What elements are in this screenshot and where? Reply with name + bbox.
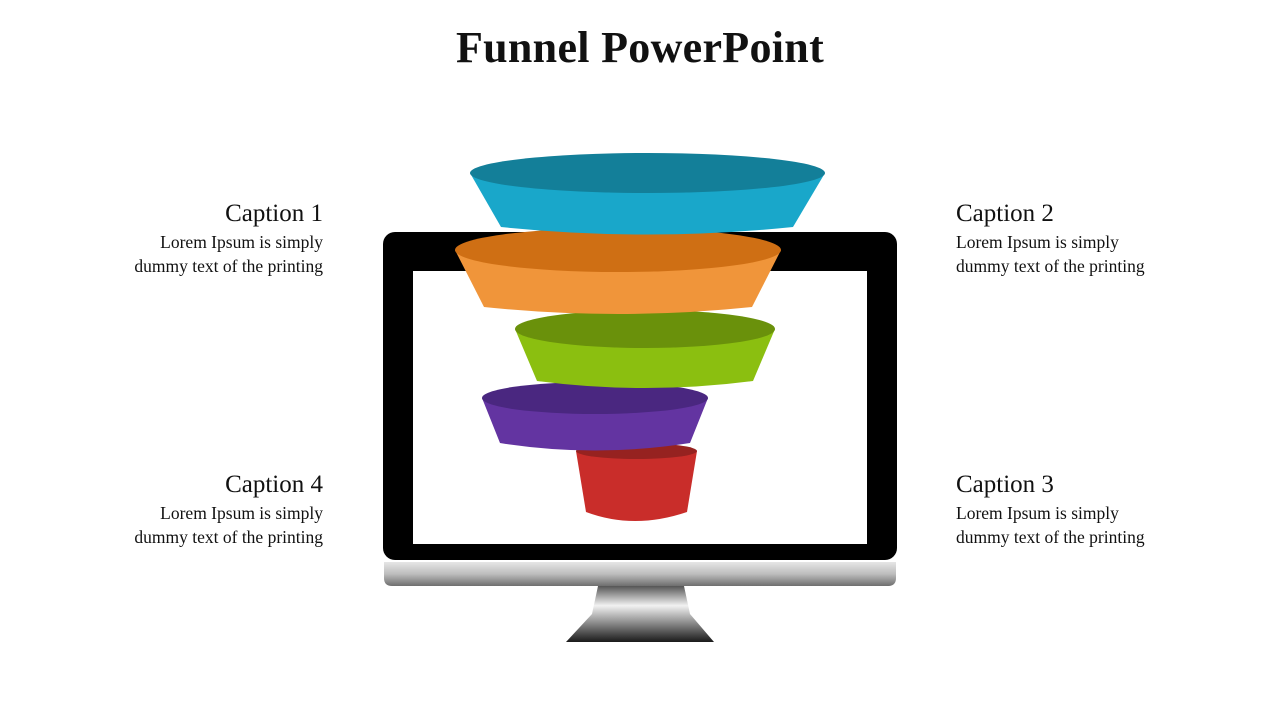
monitor-base: [384, 562, 896, 586]
funnel-level-2-top: [455, 228, 781, 272]
funnel-level-4: [482, 382, 708, 451]
caption-2-text: Lorem Ipsum is simply dummy text of the …: [956, 232, 1145, 276]
funnel-level-1: [470, 153, 825, 235]
caption-1: Caption 1 Lorem Ipsum is simply dummy te…: [73, 199, 323, 278]
funnel-level-4-top: [482, 382, 708, 414]
funnel-level-3-top: [515, 310, 775, 348]
funnel-level-1-top: [470, 153, 825, 193]
slide-title: Funnel PowerPoint: [455, 23, 825, 72]
caption-2-title: Caption 2: [956, 200, 1054, 227]
caption-1-title: Caption 1: [225, 200, 323, 227]
caption-4-text: Lorem Ipsum is simply dummy text of the …: [134, 503, 323, 547]
caption-3-text: Lorem Ipsum is simply dummy text of the …: [956, 503, 1145, 547]
funnel-level-5-side: [576, 451, 697, 521]
caption-3-title: Caption 3: [956, 471, 1054, 498]
caption-2: Caption 2 Lorem Ipsum is simply dummy te…: [956, 199, 1206, 278]
caption-4: Caption 4 Lorem Ipsum is simply dummy te…: [73, 470, 323, 549]
funnel-level-5: [576, 443, 697, 521]
monitor-stand: [566, 586, 714, 642]
caption-4-title: Caption 4: [225, 471, 323, 498]
funnel-level-3: [515, 310, 775, 388]
caption-3: Caption 3 Lorem Ipsum is simply dummy te…: [956, 470, 1206, 549]
caption-1-text: Lorem Ipsum is simply dummy text of the …: [134, 232, 323, 276]
funnel-level-2: [455, 228, 781, 314]
